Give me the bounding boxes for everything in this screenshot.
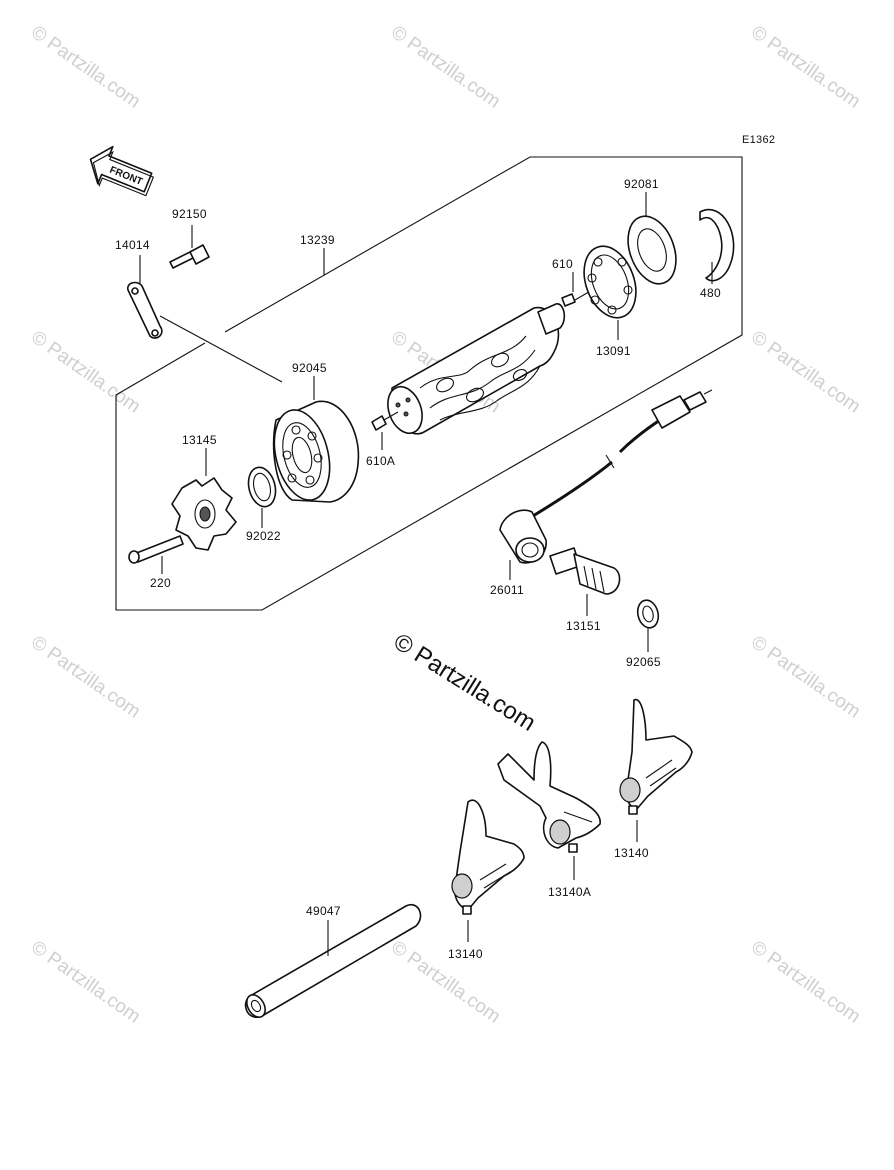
part-number-92065: 92065 — [626, 655, 661, 669]
watermark: © Partzilla.com — [27, 327, 144, 418]
part-number-14014: 14014 — [115, 238, 150, 252]
shaft-49047 — [244, 903, 422, 1018]
part-number-480: 480 — [700, 286, 721, 300]
shift-fork-13140A — [497, 741, 601, 880]
cam-13145 — [171, 448, 237, 551]
watermark: © Partzilla.com — [387, 937, 504, 1028]
washer-92022 — [247, 466, 277, 528]
bolt-220 — [128, 535, 184, 574]
front-arrow-icon: FRONT — [89, 145, 155, 197]
cable-26011 — [499, 389, 713, 580]
watermark: © Partzilla.com — [747, 632, 864, 723]
shift-fork-13140-left — [451, 799, 525, 942]
watermark: © Partzilla.com — [747, 327, 864, 418]
part-number-92045: 92045 — [292, 361, 327, 375]
part-number-92081: 92081 — [624, 177, 659, 191]
shift-drum — [387, 303, 566, 435]
washer-92065 — [636, 599, 660, 652]
watermark: © Partzilla.com — [387, 22, 504, 113]
part-number-13151: 13151 — [566, 619, 601, 633]
shift-fork-13140-right — [619, 698, 693, 842]
part-number-49047: 49047 — [306, 904, 341, 918]
part-number-92022: 92022 — [246, 529, 281, 543]
pin-610A — [371, 411, 399, 450]
part-number-610: 610 — [552, 257, 573, 271]
switch-13151 — [549, 547, 621, 616]
assembly-outline — [115, 156, 743, 611]
diagram-code: E1362 — [742, 134, 775, 146]
part-number-13140-right: 13140 — [614, 846, 649, 860]
part-number-13239: 13239 — [300, 233, 335, 247]
watermark: © Partzilla.com — [27, 632, 144, 723]
part-number-13140A: 13140A — [548, 885, 591, 899]
watermark: © Partzilla.com — [27, 22, 144, 113]
part-number-92150: 92150 — [172, 207, 207, 221]
plate-92081 — [627, 192, 677, 285]
watermark-group: © Partzilla.com © Partzilla.com © Partzi… — [27, 22, 864, 1028]
plate-13091 — [583, 245, 637, 340]
part-number-26011: 26011 — [490, 583, 524, 597]
bolt-92150 — [169, 225, 210, 269]
plate-14014 — [127, 255, 163, 339]
part-number-610A: 610A — [366, 454, 395, 468]
part-number-13140-left: 13140 — [448, 947, 483, 961]
watermark-center: © Partzilla.com — [389, 628, 540, 737]
part-number-220: 220 — [150, 576, 171, 590]
circlip-480 — [699, 208, 735, 284]
watermark: © Partzilla.com — [747, 22, 864, 113]
part-number-13091: 13091 — [596, 344, 631, 358]
watermark: © Partzilla.com — [747, 937, 864, 1028]
bearing-92045 — [272, 376, 360, 503]
watermark: © Partzilla.com — [27, 937, 144, 1028]
part-number-13145: 13145 — [182, 433, 217, 447]
